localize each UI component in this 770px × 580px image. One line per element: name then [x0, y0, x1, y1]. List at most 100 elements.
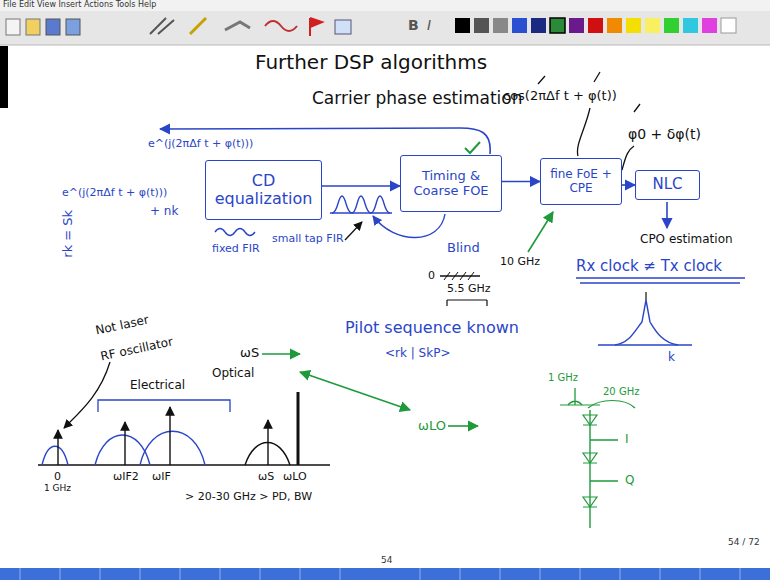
correlation-peak-part	[615, 300, 678, 345]
photodiode-chain	[560, 388, 635, 528]
photodiode-chain-part	[588, 401, 635, 409]
box-label: fine FoE + CPE	[547, 168, 615, 196]
correlation-peak-part	[645, 292, 646, 300]
toolbar-part	[474, 18, 489, 33]
photodiode-chain-part	[589, 410, 590, 528]
annotation: Pilot sequence known	[345, 318, 519, 337]
annotation: 5.5 GHz	[447, 282, 491, 295]
box-label: CD equalization	[212, 172, 315, 209]
spectrum-sketch-part	[38, 464, 330, 465]
box-label: NLC	[652, 176, 682, 193]
toolbar-part	[531, 18, 546, 33]
spectrum-sketch-part	[169, 407, 170, 465]
flow-arrow	[322, 185, 400, 187]
spectrum-sketch-part	[124, 422, 125, 465]
correlation-peak	[598, 292, 692, 345]
annotation: Q	[625, 473, 634, 487]
toolbar-part	[721, 18, 736, 33]
photodiode-chain-part	[583, 415, 597, 425]
toolbar	[0, 0, 770, 45]
spectrum-sketch-part	[42, 446, 68, 465]
spectrum-sketch-part	[297, 392, 300, 465]
annotation: Optical	[212, 366, 254, 380]
process-box: NLC	[635, 170, 700, 200]
annotation: 1 GHz	[44, 483, 71, 494]
clock-underline-part	[576, 278, 745, 283]
annotation: <rk | SkP>	[385, 346, 450, 360]
annotation: 0	[428, 269, 435, 282]
toolbar-part	[310, 18, 322, 36]
box-label: Timing & Coarse FOE	[407, 169, 495, 199]
bottom-strip-part	[20, 568, 740, 580]
annotation: Rx clock ≠ Tx clock	[576, 257, 722, 275]
toolbar-part	[550, 18, 565, 33]
annotation: ωS	[240, 345, 259, 361]
spectrum-sketch-part	[300, 372, 410, 410]
annotation: e^(j(2πΔf t + φ(t)))	[62, 186, 167, 199]
flow-arrow	[622, 184, 635, 186]
annotation: 10 GHz	[500, 255, 540, 268]
annotation: B	[408, 17, 419, 34]
annotation: k	[668, 350, 675, 364]
loop-arrow	[373, 214, 445, 238]
annotation: Not laser	[94, 313, 150, 338]
toolbar-part	[455, 18, 470, 33]
toolbar-part	[6, 19, 20, 35]
frequency-range-part	[528, 212, 553, 252]
annotation: Blind	[447, 240, 480, 256]
photodiode-chain-part	[568, 388, 582, 405]
annotation: φ0 + δφ(t)	[628, 126, 701, 143]
toolbar-part	[0, 45, 770, 46]
frequency-range-part	[447, 300, 487, 306]
toolbar-part	[150, 18, 174, 34]
annotation: Carrier phase estimation	[312, 88, 523, 108]
toolbar-part	[493, 18, 508, 33]
toolbar-part	[26, 19, 40, 35]
spectrum-sketch-part	[448, 425, 478, 427]
slide-title: Further DSP algorithms	[255, 50, 487, 74]
output-arrow-part	[666, 202, 668, 228]
toolbar-part	[335, 20, 351, 34]
annotation: Electrical	[130, 378, 185, 392]
pulse-train-part	[332, 196, 390, 213]
annotation: 54	[381, 555, 392, 566]
clock-underline	[576, 278, 745, 283]
annotation: ωLO	[283, 470, 307, 483]
toolbar-part	[190, 18, 206, 34]
toolbar-part	[265, 21, 297, 31]
toolbar-part	[607, 18, 622, 33]
annotation: 54 / 72	[728, 537, 760, 548]
annotation: e^(j(2πΔf t + φ(t)))	[148, 137, 253, 150]
annotation: RF oscillator	[99, 335, 174, 364]
left-bar-part	[0, 46, 8, 108]
annotation: + nk	[150, 204, 178, 218]
toolbar-part	[512, 18, 527, 33]
oscillator-arrow-part	[64, 362, 110, 428]
process-box: fine FoE + CPE	[540, 158, 622, 205]
annotation: I	[427, 17, 431, 34]
spectrum-sketch-part	[57, 430, 58, 465]
toolbar-part	[683, 18, 698, 33]
toolbar-part	[225, 22, 250, 30]
loop-arrow-part	[373, 214, 445, 238]
bottom-strip-part	[0, 568, 770, 580]
annotation: small tap FIR	[272, 232, 344, 245]
frequency-range-part	[440, 275, 480, 276]
left-bar	[0, 46, 8, 108]
phase-marks	[538, 72, 640, 170]
check-mark-part	[465, 142, 480, 153]
annotation: ωLO	[418, 418, 446, 434]
annotation: > 20-30 GHz > PD, BW	[185, 490, 312, 503]
process-box: Timing & Coarse FOE	[400, 155, 502, 212]
oscillator-arrow	[64, 362, 110, 428]
annotation: fixed FIR	[212, 242, 260, 255]
toolbar-part	[626, 18, 641, 33]
annotation: CPO estimation	[640, 232, 733, 246]
process-box: CD equalization	[205, 160, 322, 220]
photodiode-chain-part	[590, 440, 618, 481]
annotation: cos(2πΔf t + φ(t))	[503, 88, 617, 104]
spectrum-sketch-part	[262, 353, 300, 355]
pulse-train	[330, 196, 392, 213]
